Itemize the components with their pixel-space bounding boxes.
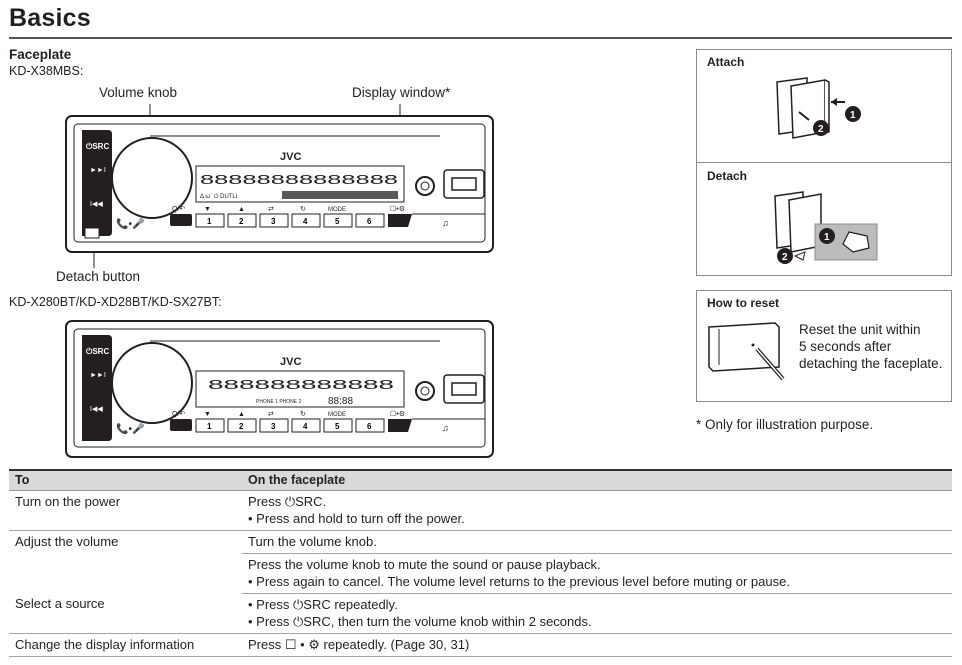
svg-text:1: 1 xyxy=(824,232,830,243)
volume-knob[interactable] xyxy=(111,137,193,219)
svg-text:I◀◀: I◀◀ xyxy=(90,201,103,208)
svg-text:⇄: ⇄ xyxy=(268,411,274,418)
table-cell-to: Adjust the volume xyxy=(15,533,119,549)
svg-text:MODE: MODE xyxy=(328,207,346,213)
faceplate-illustration-1: ⏻SRC ►►I I◀◀ 📞•🎤 JVC 88888888888888 Δ ω¨… xyxy=(65,104,494,268)
svg-text:2: 2 xyxy=(239,217,244,226)
svg-text:☐•⚙: ☐•⚙ xyxy=(390,205,405,213)
svg-text:2: 2 xyxy=(818,124,824,135)
reset-box: How to reset Reset the unit within 5 sec… xyxy=(696,290,952,402)
svg-text:JVC: JVC xyxy=(280,356,301,368)
volume-knob-2[interactable] xyxy=(111,342,193,424)
svg-text:88888888888888: 88888888888888 xyxy=(200,172,398,187)
controls-table: To On the faceplate Turn on the power Pr… xyxy=(9,469,952,657)
model-label-2: KD-X280BT/KD-XD28BT/KD-SX27BT: xyxy=(9,295,222,309)
number-buttons: 1 2 3 4 5 6 xyxy=(195,213,385,228)
title-divider xyxy=(9,37,952,39)
attach-diagram: 1 2 xyxy=(776,77,861,139)
svg-text:▼: ▼ xyxy=(204,206,211,213)
detach-button-callout: Detach button xyxy=(56,269,141,284)
svg-text:2: 2 xyxy=(782,252,788,263)
svg-text:⏻SRC: ⏻SRC xyxy=(86,347,109,356)
detach-diagram: 1 2 xyxy=(774,191,878,264)
svg-text:►►I: ►►I xyxy=(90,372,106,379)
preset-button-3[interactable] xyxy=(259,213,289,228)
svg-text:1: 1 xyxy=(850,110,856,121)
table-row: Turn on the power Press ⏻SRC. • Press an… xyxy=(9,490,952,531)
brand-logo: JVC xyxy=(280,151,301,163)
table-header-faceplate: On the faceplate xyxy=(242,469,952,491)
table-cell-action: Turn the volume knob. xyxy=(242,530,952,554)
table-cell-to: Change the display information xyxy=(9,633,242,657)
svg-text:Q/↶: Q/↶ xyxy=(172,411,185,418)
page-title: Basics xyxy=(9,4,91,32)
faceplate-illustration-2: ⏻SRC ►►I I◀◀ 📞•🎤 JVC 888888888888 PHONE … xyxy=(65,320,494,458)
svg-text:Q/↶: Q/↶ xyxy=(172,206,185,213)
src-label: ⏻SRC xyxy=(86,142,109,151)
svg-text:📞•🎤: 📞•🎤 xyxy=(116,422,145,435)
svg-text:Δ ω¨ ⏻ DUTLI: Δ ω¨ ⏻ DUTLI xyxy=(200,193,238,200)
svg-text:↻: ↻ xyxy=(300,206,306,213)
box-divider xyxy=(697,162,951,163)
preset-button-6[interactable] xyxy=(355,213,385,228)
table-cell-action: Press the volume knob to mute the sound … xyxy=(242,553,952,594)
table-cell-action: • Press ⏻SRC repeatedly. • Press ⏻SRC, t… xyxy=(242,593,952,634)
faceplate-heading: Faceplate xyxy=(9,47,72,62)
svg-text:⇄: ⇄ xyxy=(268,206,274,213)
svg-text:88:88: 88:88 xyxy=(328,396,353,407)
preset-button-2[interactable] xyxy=(227,213,257,228)
table-header-to: To xyxy=(9,469,242,491)
table-cell-action: Press ☐ • ⚙ repeatedly. (Page 30, 31) xyxy=(242,633,952,657)
svg-text:4: 4 xyxy=(303,217,308,226)
svg-text:5: 5 xyxy=(335,217,340,226)
attach-title: Attach xyxy=(707,55,745,69)
preset-button-5[interactable] xyxy=(323,213,353,228)
svg-text:📞•🎤: 📞•🎤 xyxy=(116,217,145,230)
svg-text:♫: ♫ xyxy=(442,218,449,228)
svg-text:4: 4 xyxy=(303,422,308,431)
detach-title: Detach xyxy=(707,169,748,183)
svg-text:▼: ▼ xyxy=(204,411,211,418)
table-row: Select a source • Press ⏻SRC repeatedly.… xyxy=(9,593,952,634)
table-row: Press the volume knob to mute the sound … xyxy=(9,553,952,594)
svg-text:2: 2 xyxy=(239,422,244,431)
reset-title: How to reset xyxy=(707,296,780,310)
svg-text:▲: ▲ xyxy=(238,206,245,213)
reset-text: Reset the unit within 5 seconds after de… xyxy=(799,322,943,371)
svg-text:☐•⚙: ☐•⚙ xyxy=(390,410,405,418)
table-cell-to: Select a source xyxy=(9,593,242,634)
svg-text:↻: ↻ xyxy=(300,411,306,418)
svg-text:6: 6 xyxy=(367,217,372,226)
svg-text:▲: ▲ xyxy=(238,411,245,418)
svg-text:6: 6 xyxy=(367,422,372,431)
svg-text:MODE: MODE xyxy=(328,412,346,418)
svg-text:3: 3 xyxy=(271,422,276,431)
detach-button[interactable] xyxy=(84,227,100,239)
display-window-2 xyxy=(195,370,405,408)
svg-text:►►I: ►►I xyxy=(90,167,106,174)
svg-text:PHONE 1 PHONE 2: PHONE 1 PHONE 2 xyxy=(256,399,302,405)
svg-text:5: 5 xyxy=(335,422,340,431)
svg-text:♫: ♫ xyxy=(442,423,449,433)
reset-diagram xyxy=(708,322,785,381)
attach-detach-box: Attach Detach 1 2 1 2 xyxy=(696,49,952,276)
svg-text:1: 1 xyxy=(207,422,212,431)
svg-text:3: 3 xyxy=(271,217,276,226)
table-row: Change the display information Press ☐ •… xyxy=(9,633,952,657)
table-cell-to: Turn on the power xyxy=(9,490,242,531)
preset-button-4[interactable] xyxy=(291,213,321,228)
preset-button-1[interactable] xyxy=(195,213,225,228)
table-row: Adjust the volume Turn the volume knob. xyxy=(9,530,952,554)
volume-knob-callout: Volume knob xyxy=(99,85,178,100)
table-cell-action: Press ⏻SRC. • Press and hold to turn off… xyxy=(242,490,952,531)
model-label-1: KD-X38MBS: xyxy=(9,64,84,78)
svg-text:888888888888: 888888888888 xyxy=(208,377,394,392)
footnote: * Only for illustration purpose. xyxy=(696,417,874,432)
display-window-callout: Display window* xyxy=(352,85,451,100)
svg-text:I◀◀: I◀◀ xyxy=(90,406,103,413)
svg-text:1: 1 xyxy=(207,217,212,226)
